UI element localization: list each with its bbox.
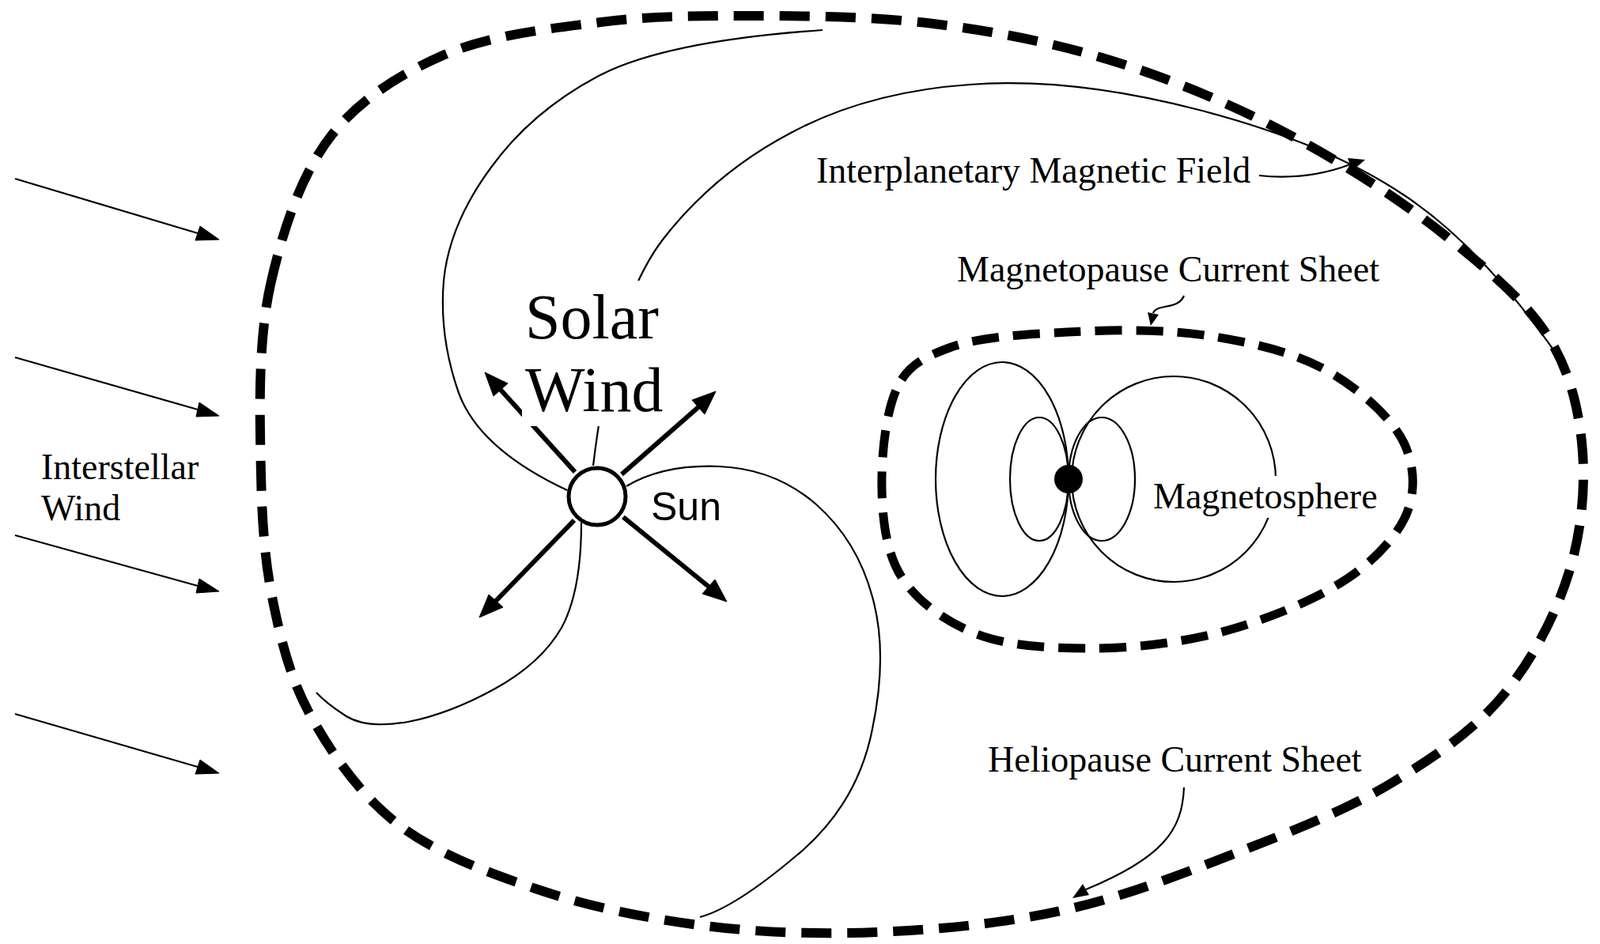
sun-label: Sun: [650, 487, 722, 527]
interstellar-wind-arrows: [15, 178, 220, 775]
leader-head: [1072, 884, 1090, 899]
arrow-shaft: [15, 714, 198, 768]
sun-circle-outline: [566, 465, 628, 528]
interplanetary-field-lines: [316, 30, 1555, 918]
current-sheet: [260, 15, 1584, 934]
arrow-shaft: [15, 357, 198, 410]
magnetopause-region: Magnetopause Current SheetMagnetosphere: [873, 324, 1420, 657]
sun-disc: [568, 468, 626, 526]
dipole-loop: [935, 362, 1069, 597]
arrow-shaft: [15, 535, 198, 587]
arrow-head: [702, 579, 727, 602]
leader-line: [1153, 295, 1184, 314]
arrow-head: [195, 226, 220, 241]
leader-head: [1147, 312, 1159, 326]
arrow-shaft: [15, 178, 198, 234]
heliopause-label: Heliopause Current Sheet: [987, 739, 1362, 782]
wind-label: Interstellar Wind: [41, 446, 199, 530]
current-sheet: [881, 330, 1413, 649]
arrow-head: [196, 578, 220, 594]
wind-label: Solar Wind: [521, 280, 667, 427]
field-label: Interplanetary Magnetic Field: [816, 150, 1251, 193]
arrow-head: [692, 391, 716, 415]
arrow-head: [195, 760, 220, 775]
field-line: [626, 466, 881, 918]
arrow-head: [196, 402, 220, 417]
magnetosphere-label: Magnetosphere: [1149, 476, 1381, 519]
arrow-head: [479, 594, 504, 618]
arrow-shaft: [495, 520, 575, 602]
field-line: [593, 83, 1555, 466]
arrow-shaft: [623, 517, 709, 587]
sun-circle: Sun: [566, 465, 628, 528]
earth-dot: [1054, 465, 1083, 494]
field-line: [442, 30, 823, 491]
leader-line: [1259, 164, 1351, 177]
arrow-head: [484, 372, 508, 397]
magnetopause-label: Magnetopause Current Sheet: [956, 249, 1380, 292]
